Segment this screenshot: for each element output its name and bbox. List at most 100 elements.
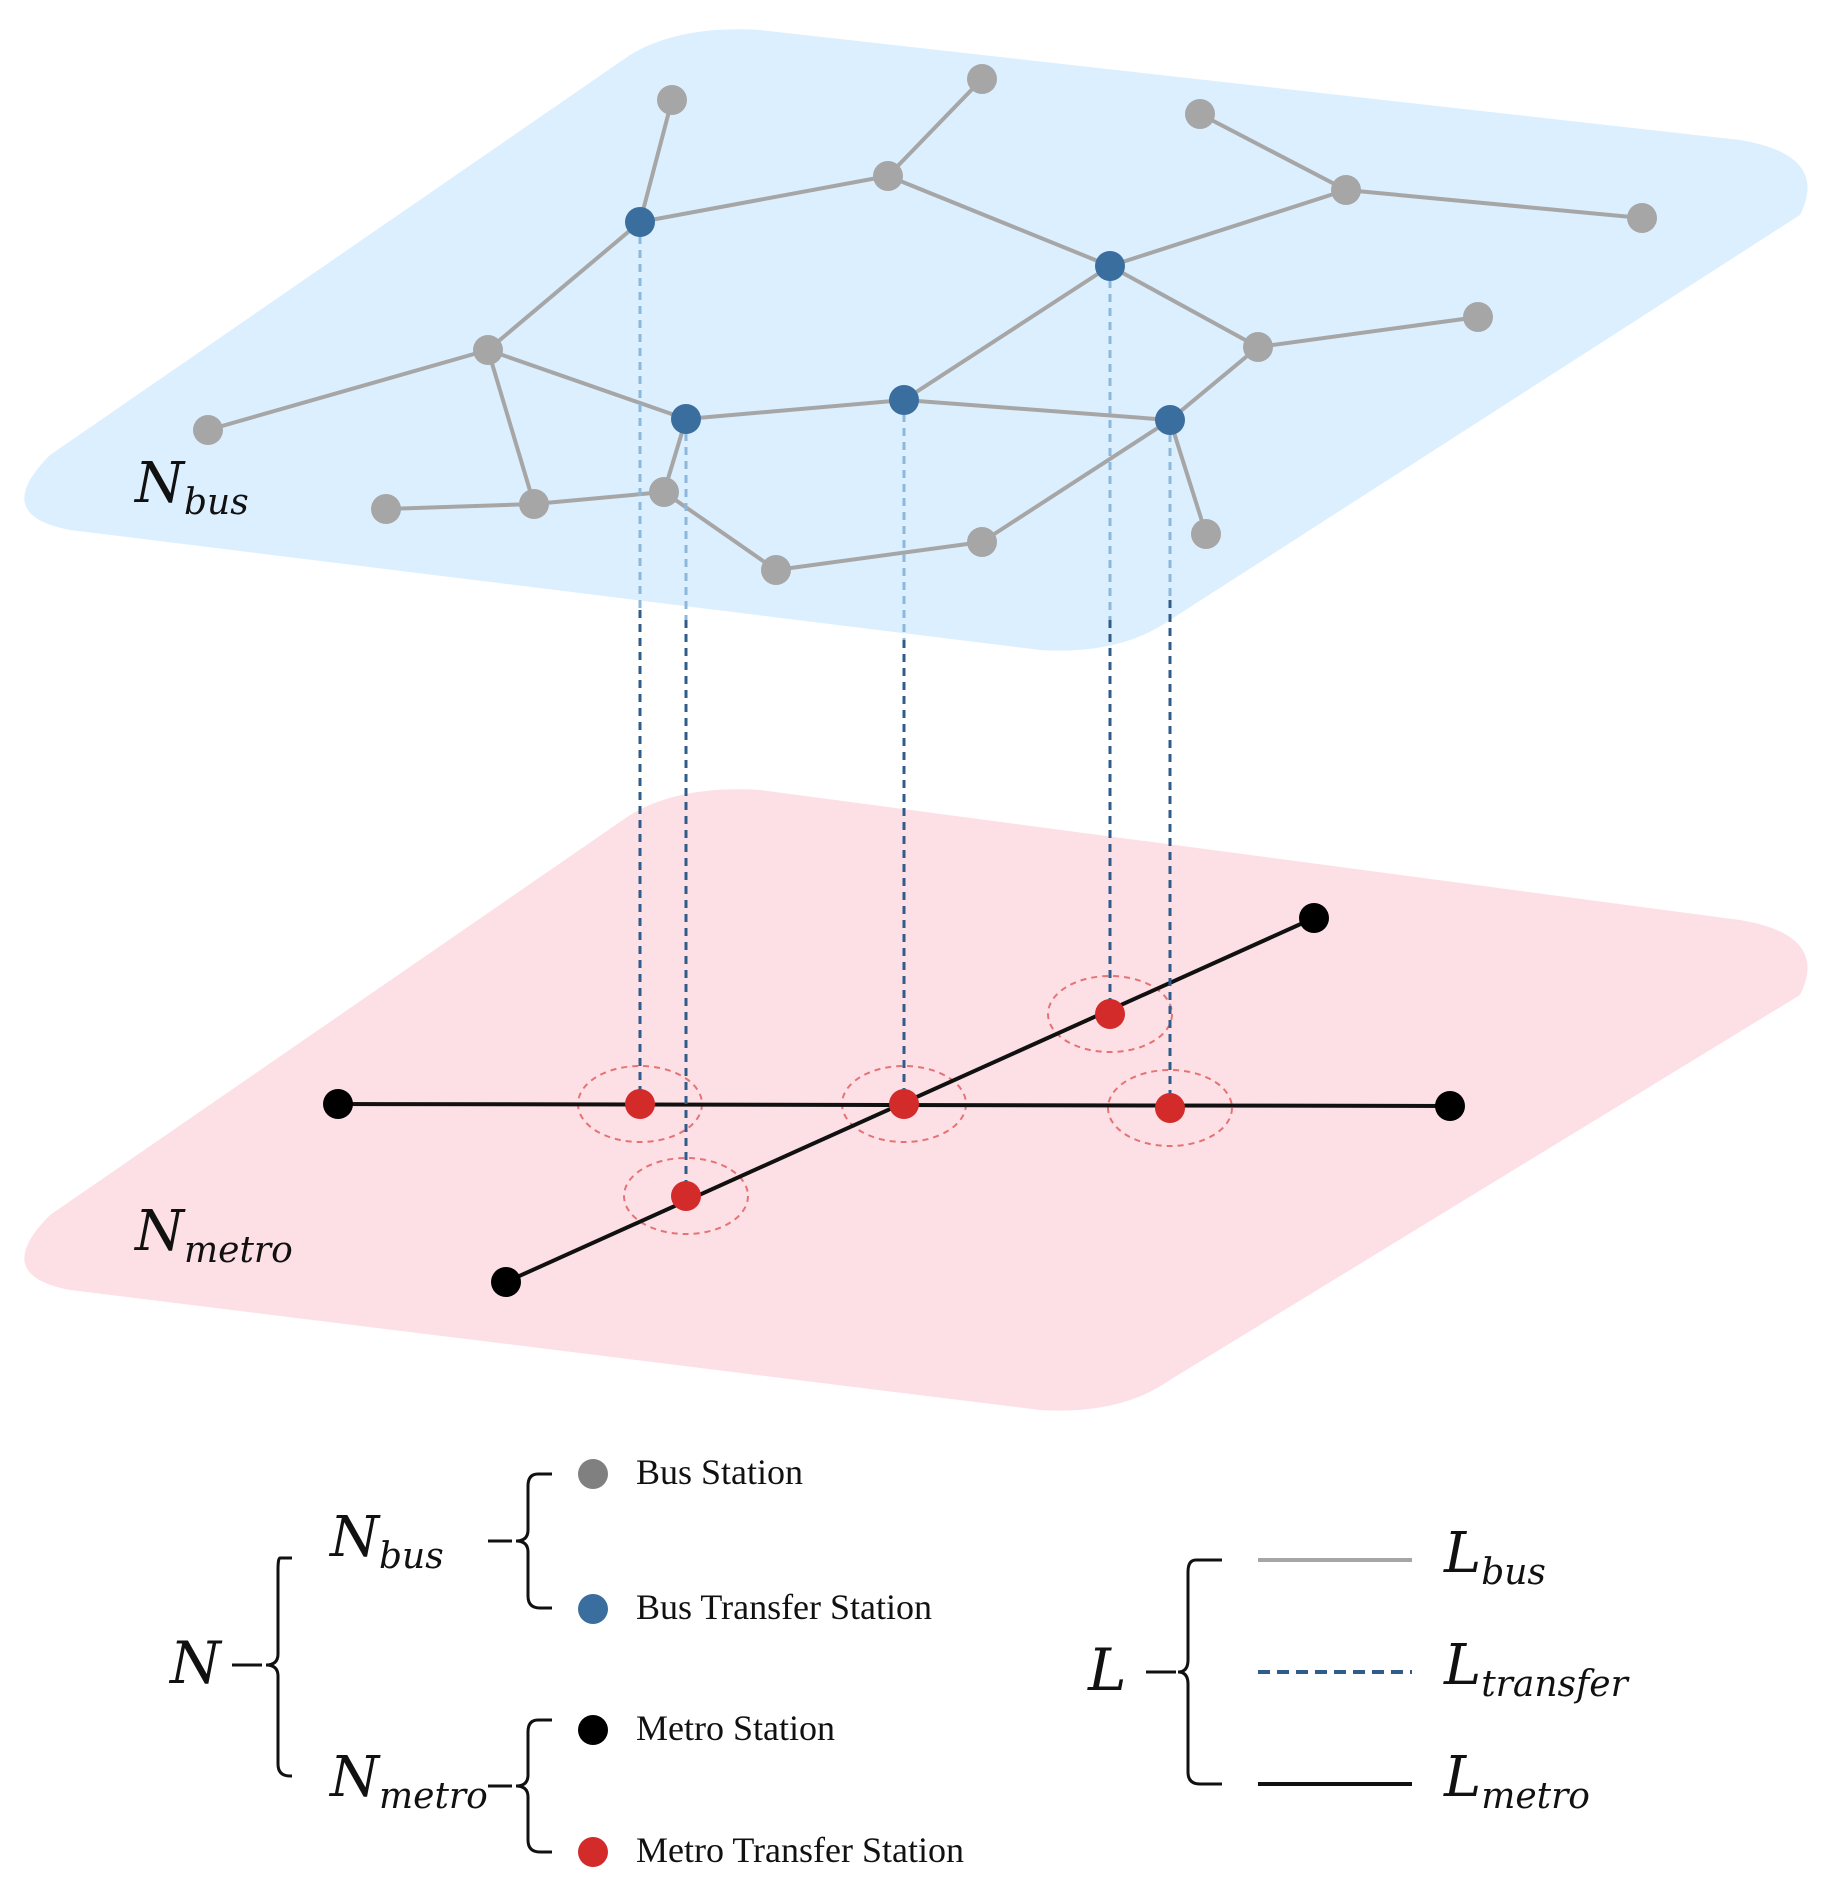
bus-transfer-station (671, 404, 701, 434)
bus-link (1109, 188, 1347, 268)
bus-station (657, 85, 687, 115)
metro-layer-symbol: N (133, 1199, 186, 1264)
bus-layer-symbol: N (133, 451, 186, 516)
legend-bus-group-label: Nbus (328, 1505, 444, 1577)
legend-node-root-brace (232, 1556, 292, 1778)
bus-transfer-station (625, 207, 655, 237)
legend-metro-group-brace (488, 1718, 552, 1854)
bus-station (1627, 203, 1657, 233)
bus-link (662, 490, 778, 572)
bus-station (967, 64, 997, 94)
bus-layer-plane (24, 29, 1808, 651)
legend-metro-group-label: Nmetro (328, 1745, 488, 1817)
legend-metro-link-subscript: metro (1481, 1776, 1590, 1817)
legend-metro-link-symbol: L (1443, 1745, 1481, 1810)
bus-link (486, 220, 642, 352)
metro-transfer-stations (625, 999, 1185, 1211)
bus-station (519, 489, 549, 519)
bus-station (649, 477, 679, 507)
metro-layer-label: Nmetro (133, 1199, 293, 1271)
legend-bus-link-subscript: bus (1481, 1552, 1546, 1593)
bus-link (1257, 315, 1479, 349)
bus-station (193, 415, 223, 445)
bus-link (902, 264, 1112, 402)
bus-link (775, 540, 983, 572)
bus-transfer-station (1155, 405, 1185, 435)
metro-transfer-station (671, 1181, 701, 1211)
legend-metro-station-dot (578, 1715, 608, 1745)
bus-station (967, 527, 997, 557)
transfer-links (638, 222, 1172, 1196)
bus-link (1109, 264, 1259, 349)
legend-metro-station-label: Metro Station (636, 1708, 835, 1748)
bus-transfer-station (1095, 251, 1125, 281)
bus-link (638, 99, 674, 223)
metro-station (323, 1089, 353, 1119)
legend-bus-link-label: Lbus (1443, 1521, 1546, 1593)
metro-transfer-station (625, 1089, 655, 1119)
metro-transfer-station (889, 1089, 919, 1119)
legend-bus-group-subscript: bus (379, 1536, 444, 1577)
bus-link (486, 349, 536, 505)
bus-layer-label: Nbus (133, 451, 249, 523)
bus-station (1243, 332, 1273, 362)
bus-station (1463, 302, 1493, 332)
bus-transfer-station (889, 385, 919, 415)
bus-link (487, 348, 687, 421)
legend-bus-link-symbol: L (1443, 1521, 1481, 1586)
metro-transfer-station (1155, 1093, 1185, 1123)
legend-bus-station-label: Bus Station (636, 1452, 803, 1492)
bus-stations (193, 64, 1657, 585)
legend-transfer-link-symbol: L (1443, 1633, 1481, 1698)
bus-link (385, 502, 535, 511)
legend-metro-transfer-label: Metro Transfer Station (636, 1830, 964, 1870)
bus-link (685, 398, 905, 421)
legend-metro-group-subscript: metro (379, 1776, 488, 1817)
bus-station (761, 555, 791, 585)
bus-transfer-stations (625, 207, 1185, 435)
metro-station (491, 1267, 521, 1297)
transfer-halo (623, 1157, 749, 1235)
legend-link-root-symbol: L (1087, 1636, 1127, 1704)
legend-transfer-link-label: Ltransfer (1443, 1633, 1630, 1705)
bus-station (1331, 175, 1361, 205)
bus-link (886, 77, 984, 178)
legend-bus-group-symbol: N (328, 1505, 381, 1570)
bus-link (207, 348, 489, 432)
metro-station (1435, 1091, 1465, 1121)
legend-bus-station-dot (578, 1459, 608, 1489)
metro-layer-subscript: metro (184, 1230, 293, 1271)
bus-station (473, 335, 503, 365)
bus-link (533, 490, 665, 506)
bus-link (1345, 188, 1643, 220)
legend-node-root-symbol: N (168, 1629, 223, 1697)
legend-metro-transfer-dot (578, 1837, 608, 1867)
bus-link (980, 418, 1172, 544)
bus-station (873, 161, 903, 191)
legend-metro-link-label: Lmetro (1443, 1745, 1590, 1817)
legend-bus-transfer-dot (578, 1594, 608, 1624)
link-legend: L Lbus Ltransfer Lmetro (1087, 1521, 1630, 1817)
metro-station (1299, 903, 1329, 933)
bus-station (1191, 519, 1221, 549)
legend-bus-transfer-label: Bus Transfer Station (636, 1587, 932, 1627)
bus-link (1168, 419, 1208, 535)
legend-link-root-brace (1146, 1558, 1222, 1786)
bus-link (639, 174, 889, 224)
bus-link (903, 398, 1171, 422)
legend-bus-group-brace (488, 1472, 552, 1610)
metro-stations (323, 903, 1465, 1297)
transfer-halo (1047, 975, 1173, 1053)
legend-metro-group-symbol: N (328, 1745, 381, 1810)
bus-layer-subscript: bus (184, 482, 249, 523)
bus-link (1168, 345, 1260, 422)
transfer-halo (1107, 1069, 1233, 1147)
legend-transfer-link-subscript: transfer (1481, 1664, 1629, 1705)
metro-transfer-station (1095, 999, 1125, 1029)
bus-station (1185, 99, 1215, 129)
bus-station (371, 494, 401, 524)
bus-link (887, 174, 1111, 268)
bus-link (1199, 112, 1347, 192)
node-legend: N Nbus Nmetro Bus Station Bus Transfer S… (168, 1452, 964, 1870)
